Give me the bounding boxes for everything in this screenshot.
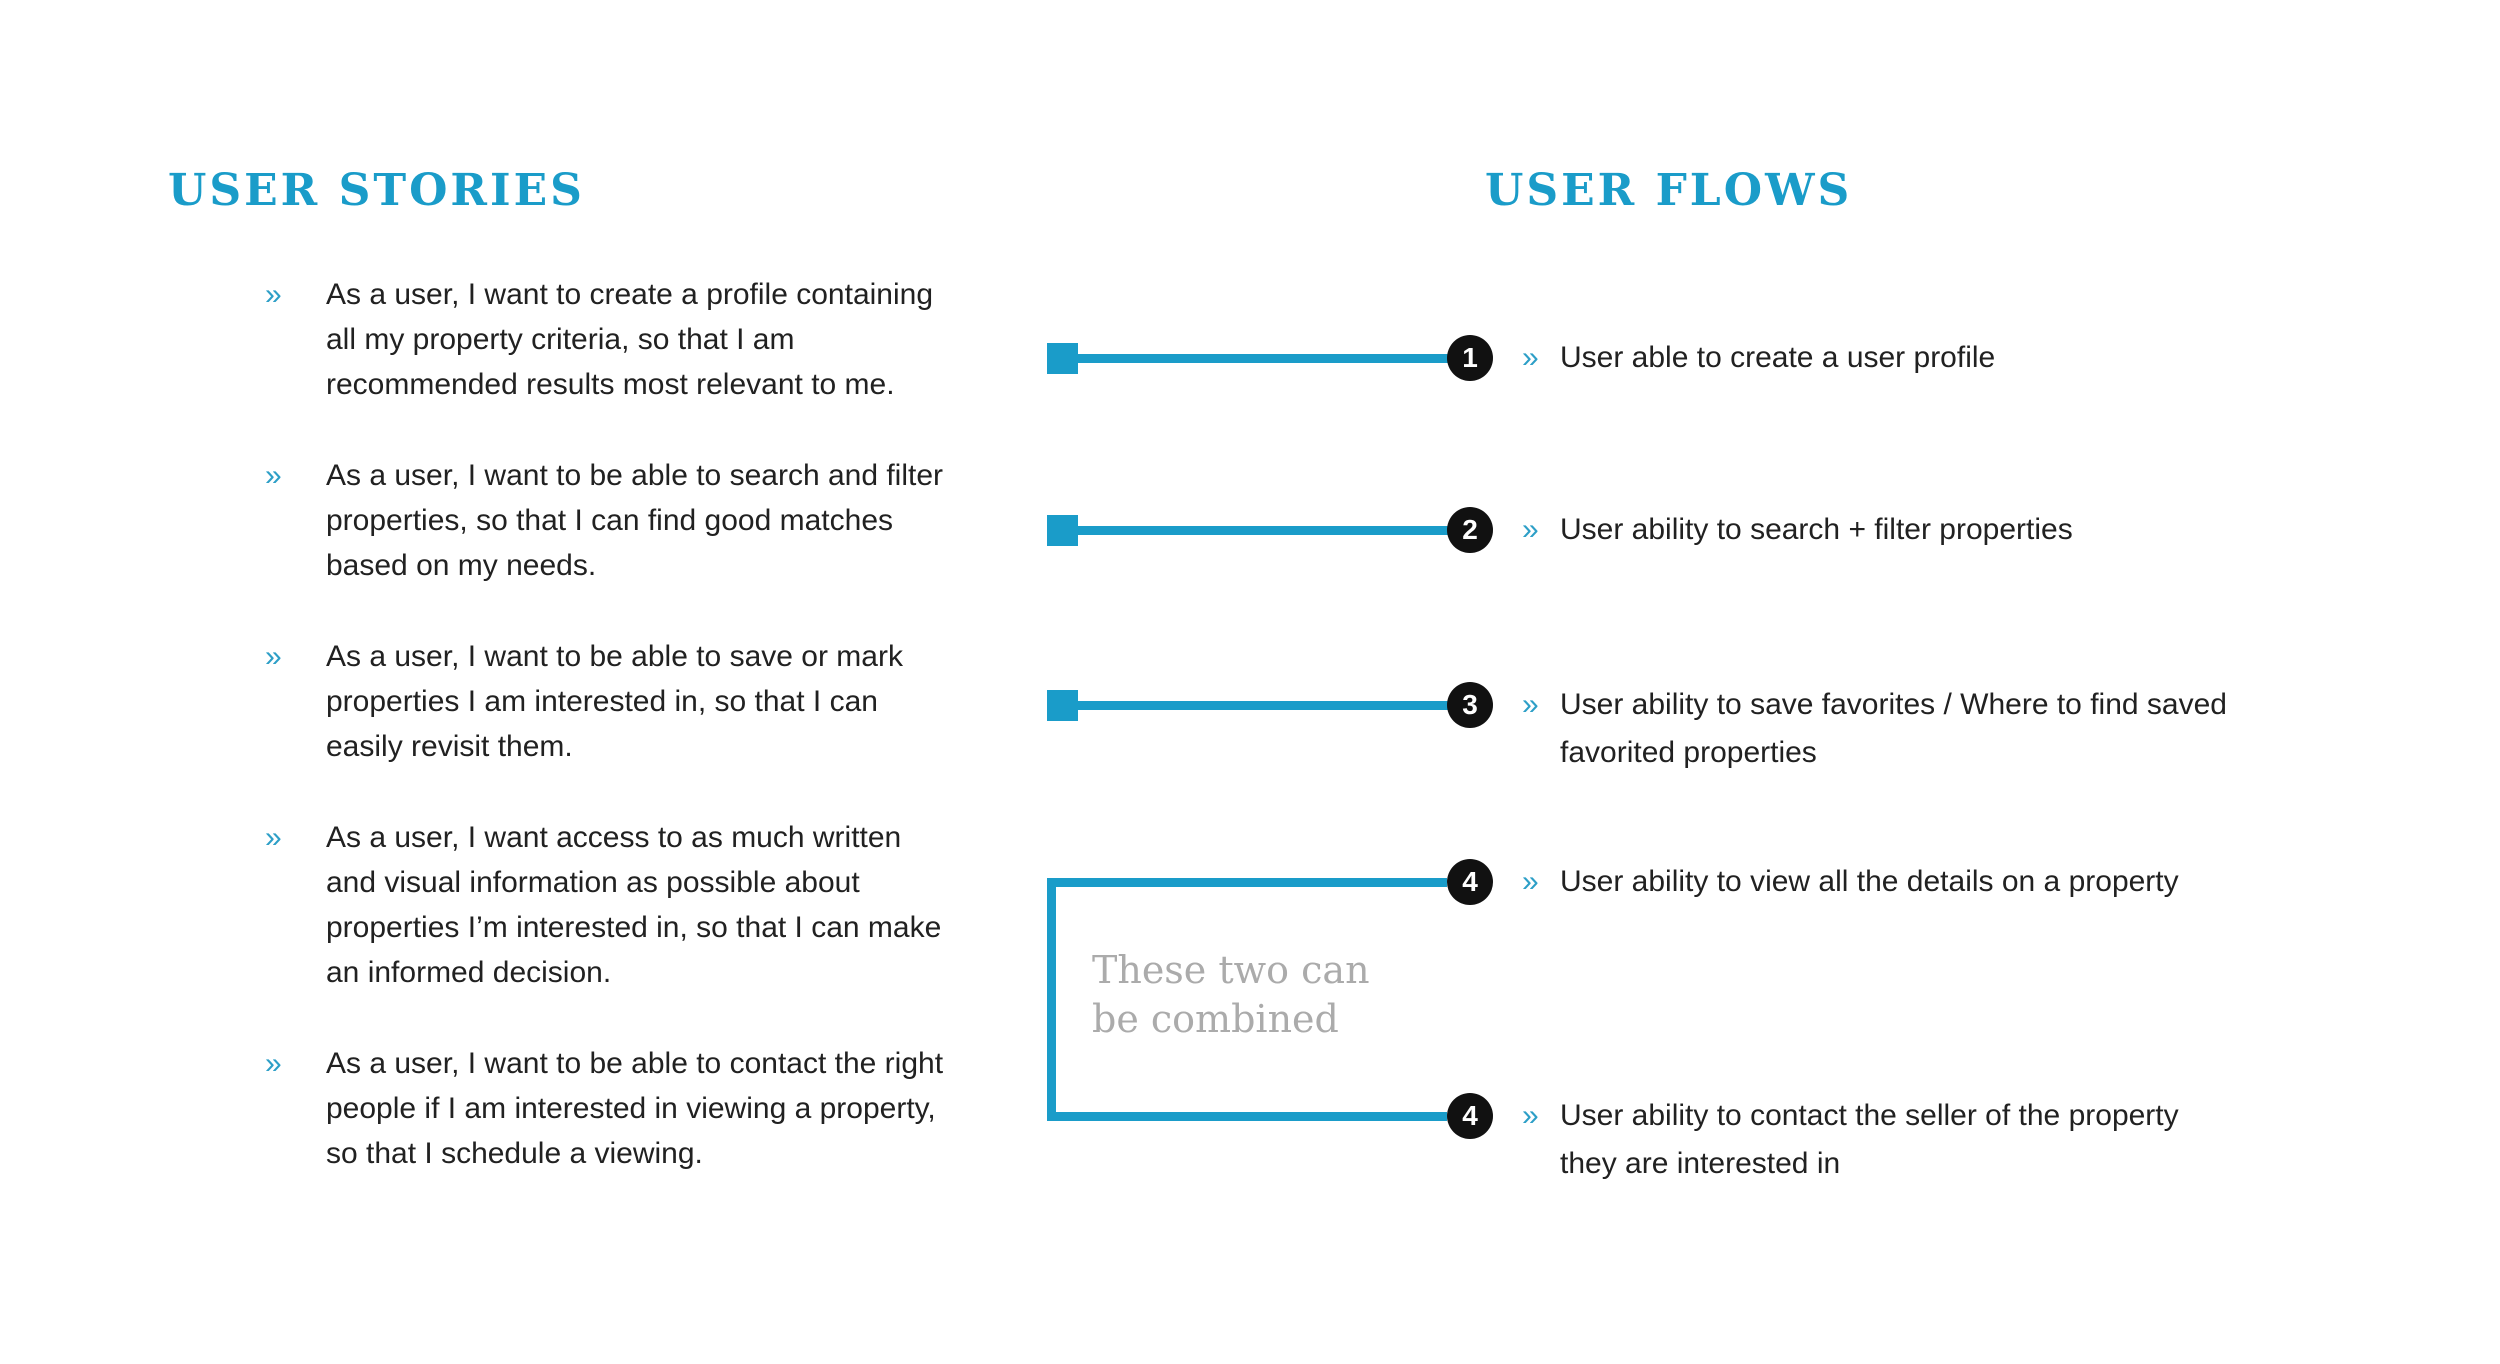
flow-number-badge: 3	[1447, 682, 1493, 728]
connector-row-2: 2	[1047, 507, 1516, 553]
user-story-text: As a user, I want to be able to contact …	[326, 1047, 944, 1170]
user-flow-text: User ability to contact the seller of th…	[1560, 1099, 2179, 1180]
user-flow-item: » User ability to view all the details o…	[1522, 858, 2452, 906]
chevron-bullet-icon: »	[1522, 513, 1539, 546]
user-story-text: As a user, I want to create a profile co…	[326, 278, 934, 401]
user-stories-title: USER STORIES	[168, 165, 585, 216]
bracket-left-bar	[1047, 878, 1056, 1121]
connector-row-1: 1	[1047, 335, 1516, 381]
user-story-item: » As a user, I want access to as much wr…	[265, 815, 1055, 995]
user-flow-item: » User ability to contact the seller of …	[1522, 1092, 2452, 1188]
connector-line	[1061, 526, 1451, 535]
combined-note: These two can be combined	[1092, 948, 1370, 1041]
flow-number-badge: 4	[1447, 859, 1493, 905]
flow-number-badge: 1	[1447, 335, 1493, 381]
user-flow-item: » User ability to search + filter proper…	[1522, 506, 2452, 554]
user-story-text: As a user, I want to be able to search a…	[326, 459, 944, 582]
chevron-bullet-icon: »	[1522, 341, 1539, 374]
chevron-bullet-icon: »	[265, 459, 282, 492]
user-story-text: As a user, I want access to as much writ…	[326, 821, 942, 989]
user-story-item: » As a user, I want to be able to search…	[265, 453, 1055, 588]
user-story-item: » As a user, I want to be able to contac…	[265, 1041, 1055, 1176]
user-story-item: » As a user, I want to be able to save o…	[265, 634, 1055, 769]
chevron-bullet-icon: »	[1522, 865, 1539, 898]
combined-flows-bracket: 4 4	[1047, 859, 1516, 1139]
user-flow-item: » User ability to save favorites / Where…	[1522, 681, 2452, 777]
user-flow-text: User ability to view all the details on …	[1560, 865, 2179, 898]
connector-line	[1061, 701, 1451, 710]
user-flow-text: User able to create a user profile	[1560, 341, 1996, 374]
connector-line	[1061, 354, 1451, 363]
flow-number-badge: 4	[1447, 1093, 1493, 1139]
user-story-text: As a user, I want to be able to save or …	[326, 640, 903, 763]
user-flow-item: » User able to create a user profile	[1522, 334, 2452, 382]
chevron-bullet-icon: »	[265, 1047, 282, 1080]
chevron-bullet-icon: »	[265, 278, 282, 311]
flow-number-badge: 2	[1447, 507, 1493, 553]
chevron-bullet-icon: »	[265, 821, 282, 854]
chevron-bullet-icon: »	[265, 640, 282, 673]
user-flow-text: User ability to save favorites / Where t…	[1560, 688, 2227, 769]
bracket-top-bar	[1052, 878, 1447, 887]
user-flows-title: USER FLOWS	[1485, 165, 1853, 216]
chevron-bullet-icon: »	[1522, 688, 1539, 721]
chevron-bullet-icon: »	[1522, 1099, 1539, 1132]
bracket-bottom-bar	[1052, 1112, 1447, 1121]
user-story-item: » As a user, I want to create a profile …	[265, 272, 1055, 407]
user-flow-text: User ability to search + filter properti…	[1560, 513, 2073, 546]
connector-row-3: 3	[1047, 682, 1516, 728]
